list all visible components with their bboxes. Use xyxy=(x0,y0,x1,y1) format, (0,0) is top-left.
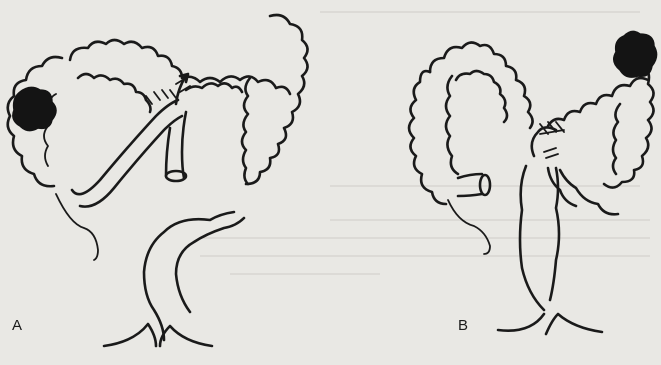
background-show-through xyxy=(200,12,650,274)
panel-b-anastomosis-sutures xyxy=(540,122,564,158)
panel-a-sigmoid-inner xyxy=(176,218,244,312)
panel-b-sigmoid-colon xyxy=(560,170,618,214)
panel-b: B xyxy=(409,31,657,334)
panel-a-ileal-stump xyxy=(166,112,186,178)
panel-a-rectum xyxy=(104,324,212,346)
panel-b-stump-end xyxy=(480,175,490,195)
panel-a-ileum xyxy=(72,100,178,194)
panel-a: A xyxy=(8,15,308,346)
panel-a-descending-colon xyxy=(246,15,308,184)
panel-a-descending-inner-wall xyxy=(242,78,250,184)
panel-b-ascending-colon xyxy=(409,71,446,204)
panel-b-descending-colon xyxy=(604,64,654,188)
panel-b-transverse-left xyxy=(430,42,533,128)
panel-b-anal-curves xyxy=(498,314,602,334)
panel-b-transverse-right xyxy=(548,78,648,126)
panel-a-tumor xyxy=(13,87,56,130)
panel-b-tumor xyxy=(614,31,657,77)
panel-b-ileal-stump xyxy=(458,174,482,196)
panel-b-appendix xyxy=(448,200,490,254)
panel-b-label: B xyxy=(458,317,468,334)
panel-b-ascending-inner xyxy=(446,76,458,174)
panel-a-label: A xyxy=(12,317,22,334)
panel-a-sigmoid-colon xyxy=(144,212,234,340)
panel-a-appendix xyxy=(56,194,98,260)
panel-b-transverse-left-inner xyxy=(456,71,507,122)
panel-b-descending-inner xyxy=(613,104,620,174)
